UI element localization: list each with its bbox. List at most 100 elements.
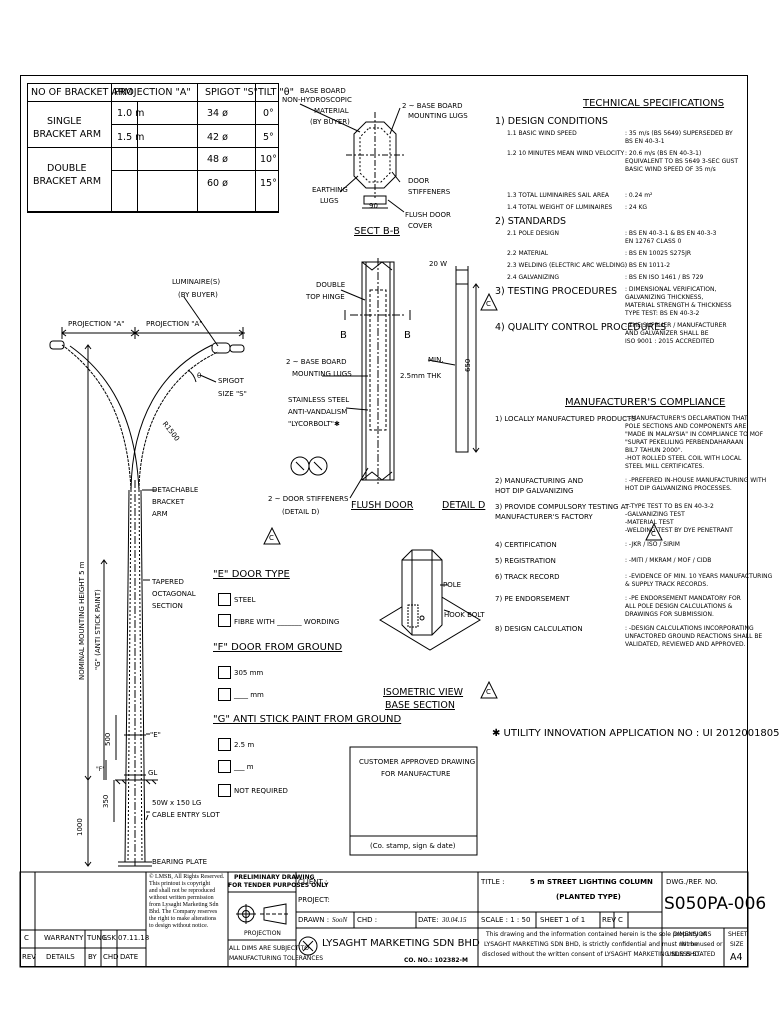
door-elevation bbox=[290, 258, 411, 499]
detail-d-title: DETAIL D bbox=[442, 500, 486, 511]
label-mounting-lugs: MOUNTING LUGS bbox=[408, 112, 468, 120]
isometric-title: ISOMETRIC VIEW bbox=[383, 687, 464, 698]
compliance-value: & SUPPLY TRACK RECORDS. bbox=[625, 581, 709, 588]
scale-label: SCALE : 1 : 50 bbox=[481, 916, 531, 924]
checkbox-2-5m[interactable] bbox=[218, 738, 231, 751]
tech-spec-value: : BS EN 40-3-1 & BS EN 40-3-3 bbox=[625, 230, 717, 237]
checkbox-fibre[interactable] bbox=[218, 614, 231, 627]
tech-spec-value: MATERIAL STRENGTH & THICKNESS bbox=[625, 302, 732, 309]
tech-spec-title: TECHNICAL SPECIFICATIONS bbox=[583, 98, 725, 109]
table-cell: 60 ø bbox=[207, 178, 228, 189]
copyright-line: and shall not be reproduced bbox=[149, 888, 216, 894]
compliance-value: ALL POLE DESIGN CALCULATIONS & bbox=[625, 603, 733, 610]
compliance-value: UNFACTORED GROUND REACTIONS SHALL BE bbox=[625, 633, 763, 640]
label-anti-stick: "G" (ANTI STICK PAINT) bbox=[94, 589, 102, 670]
label-earthing-lugs: LUGS bbox=[320, 197, 339, 205]
table-cell: 1.5 m bbox=[117, 132, 145, 143]
copyright-line: the right to make alterations bbox=[149, 916, 217, 922]
label-luminaire: (BY BUYER) bbox=[178, 291, 218, 299]
compliance-value: HOT DIP GALVANIZING PROCESSES. bbox=[625, 485, 732, 492]
revision-marker: C bbox=[486, 688, 491, 696]
compliance-value: : -PE ENDORSEMENT MANDATORY FOR bbox=[625, 595, 741, 602]
date-label: DATE: bbox=[418, 916, 439, 924]
manufacturer-title: MANUFACTURER'S COMPLIANCE bbox=[565, 397, 726, 408]
copyright-line: from Lysaght Marketing Sdn bbox=[149, 902, 219, 908]
tech-spec-label: 1) DESIGN CONDITIONS bbox=[495, 116, 608, 127]
label-door-stiffeners-detail: (DETAIL D) bbox=[282, 508, 320, 516]
checkbox-305mm[interactable] bbox=[218, 666, 231, 679]
tech-spec-label: 2) STANDARDS bbox=[495, 216, 567, 227]
revision-triangles bbox=[263, 292, 663, 699]
label-cable-slot: 50W x 150 LG bbox=[152, 799, 202, 807]
label-cable-slot: CABLE ENTRY SLOT bbox=[152, 811, 220, 819]
section-bb-title: SECT B-B bbox=[354, 226, 400, 237]
label-double-hinge: TOP HINGE bbox=[306, 293, 345, 301]
approval-footer: (Co. stamp, sign & date) bbox=[370, 842, 456, 850]
company-number: CO. NO.: 102382-M bbox=[404, 957, 469, 964]
compliance-value: POLE SECTIONS AND COMPONENTS ARE bbox=[625, 423, 747, 430]
compliance-label: 8) DESIGN CALCULATION bbox=[495, 625, 583, 633]
preliminary-note: FOR TENDER PURPOSES ONLY bbox=[228, 882, 329, 889]
checkbox-custom-mm[interactable] bbox=[218, 688, 231, 701]
group-name-double: DOUBLE bbox=[47, 163, 87, 174]
sheet-label: SHEET 1 of 1 bbox=[540, 916, 586, 924]
label-door-mounting-lugs: MOUNTING LUGS bbox=[292, 370, 352, 378]
label-detachable: BRACKET bbox=[152, 498, 185, 506]
label-base-board: NON-HYDROSCOPIC bbox=[282, 96, 352, 104]
sheet-size: A4 bbox=[730, 952, 743, 963]
dim-1000: 1000 bbox=[76, 818, 84, 836]
approval-box bbox=[349, 746, 478, 856]
group-name-double: BRACKET ARM bbox=[33, 176, 102, 187]
tech-spec-value: BASIC WIND SPEED OF 35 m/s bbox=[625, 166, 716, 173]
table-cell: 5° bbox=[263, 132, 274, 143]
revision-marker: C bbox=[269, 534, 274, 542]
label-theta: θ bbox=[197, 372, 202, 380]
label-projection-left: PROJECTION "A" bbox=[68, 320, 125, 328]
label-anti-vandalism: ANTI-VANDALISM bbox=[288, 408, 348, 416]
compliance-value: : -PREFERED IN-HOUSE MANUFACTURING WITH bbox=[625, 477, 767, 484]
title-block bbox=[19, 871, 749, 968]
label-double-hinge: DOUBLE bbox=[316, 281, 346, 289]
tech-spec-label: 2.3 WELDING (ELECTRIC ARC WELDING) bbox=[507, 262, 628, 269]
preliminary-note: PRELIMINARY DRAWING bbox=[234, 874, 315, 881]
tech-spec-value: : DIMENSIONAL VERIFICATION, bbox=[625, 286, 717, 293]
drawn-by-value: SooN bbox=[332, 916, 348, 924]
table-cell: 10° bbox=[260, 154, 277, 165]
table-cell: 34 ø bbox=[207, 108, 228, 119]
rev-label: REV bbox=[602, 916, 617, 924]
compliance-value: : -MANUFACTURER'S DECLARATION THAT bbox=[625, 415, 748, 422]
compliance-label: MANUFACTURER'S FACTORY bbox=[495, 513, 593, 521]
checkbox-not-required[interactable] bbox=[218, 784, 231, 797]
label-flush-door-cover: FLUSH DOOR bbox=[405, 211, 451, 219]
compliance-label: 7) PE ENDORSEMENT bbox=[495, 595, 570, 603]
tech-spec-value: GALVANIZING THICKNESS, bbox=[625, 294, 704, 301]
label-door-stiffeners: STIFFENERS bbox=[408, 188, 451, 196]
dimensions-note: IN mm bbox=[680, 941, 700, 948]
section-b-right: B bbox=[404, 330, 411, 341]
table-cell: 1.0 m bbox=[117, 108, 145, 119]
compliance-value: -GALVANIZING TEST bbox=[625, 511, 685, 518]
confidential-note: This drawing and the information contain… bbox=[486, 931, 707, 938]
label-door-stiffeners-detail: 2 ~ DOOR STIFFENERS bbox=[268, 495, 349, 503]
tech-spec-value: EN 12767 CLASS 0 bbox=[625, 238, 682, 245]
copyright-line: © LMSB, All Rights Reserved. bbox=[149, 874, 225, 880]
utility-innovation: ✱ UTILITY INNOVATION APPLICATION NO : UI… bbox=[492, 728, 780, 739]
tech-spec-value: : 24 KG bbox=[625, 204, 648, 211]
compliance-value: VALIDATED, REVIEWED AND APPROVED. bbox=[625, 641, 746, 648]
tech-spec-label: 1.3 TOTAL LUMINAIRES SAIL AREA bbox=[507, 192, 610, 199]
checkbox-custom-m[interactable] bbox=[218, 760, 231, 773]
compliance-label: HOT DIP GALVANIZING bbox=[495, 487, 574, 495]
checkbox-steel[interactable] bbox=[218, 593, 231, 606]
label-door-stiffeners: DOOR bbox=[408, 177, 430, 185]
dimensions-note: UNLESS STATED bbox=[667, 951, 716, 958]
section-bb-octagon bbox=[299, 103, 405, 213]
option-2-5m: 2.5 m bbox=[234, 741, 255, 749]
tech-spec-label: 3) TESTING PROCEDURES bbox=[495, 286, 618, 297]
option-not-required: NOT REQUIRED bbox=[234, 787, 288, 795]
dim-350: 350 bbox=[102, 794, 110, 808]
rev-header: BY bbox=[88, 953, 97, 961]
label-flush-door-cover: COVER bbox=[408, 222, 433, 230]
chd-label: CHD : bbox=[357, 916, 378, 924]
rev-row-chd: LSK bbox=[103, 934, 116, 942]
